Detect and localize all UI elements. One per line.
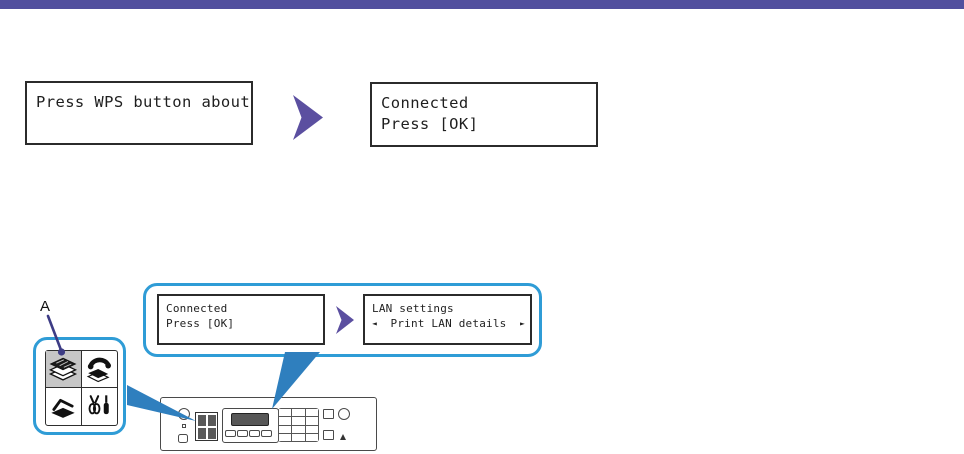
fax-mode-button [81, 351, 117, 388]
lcd-screen-connected-small: Connected Press [OK] [157, 294, 325, 345]
lcd-screen-wps: Press WPS button about 5 [25, 81, 253, 145]
scan-icon [51, 398, 75, 418]
setup-icon [88, 394, 109, 414]
lcd-text-line: Press WPS button about 5 [36, 93, 253, 111]
copy-icon [49, 357, 78, 381]
lcd-left-arrow-icon: ◄ [372, 319, 378, 328]
lcd-text-line: Connected [166, 302, 228, 315]
page-header-bar [0, 0, 964, 9]
panel-function-button [237, 430, 248, 437]
power-button [178, 408, 190, 420]
lcd-screen-lan-settings: LAN settings ◄ Print LAN details ► [363, 294, 532, 345]
panel-numeric-keypad [278, 408, 319, 442]
scan-mode-button [46, 388, 82, 425]
panel-function-button [261, 430, 272, 437]
status-lamp [182, 424, 186, 428]
panel-round-button-right [338, 408, 350, 420]
panel-button-bottom-right [323, 430, 334, 440]
panel-button-top-right [323, 409, 334, 419]
lcd-screen-connected-large: Connected Press [OK] [370, 82, 598, 147]
step-arrow-icon [293, 95, 323, 140]
panel-lcd [231, 413, 269, 426]
lcd-text-line: LAN settings [372, 302, 454, 315]
fax-icon [87, 357, 112, 383]
panel-function-button [225, 430, 236, 437]
lcd-text-line: Press [OK] [166, 317, 235, 330]
callout-label-a: A [40, 298, 51, 315]
setup-mode-button [82, 388, 118, 425]
panel-mode-keys [195, 412, 218, 441]
panel-function-button [249, 430, 260, 437]
mode-button-grid [45, 350, 118, 426]
copy-mode-button [46, 351, 82, 388]
alarm-lamp-icon [340, 434, 346, 440]
lcd-menu-item: Print LAN details [390, 317, 507, 330]
lcd-nav-line: ◄ Print LAN details ► [365, 316, 530, 331]
stop-button [178, 434, 188, 443]
lcd-text-line: Connected [381, 94, 469, 112]
lcd-right-arrow-icon: ► [519, 319, 525, 328]
lcd-text-line: Press [OK] [381, 115, 479, 133]
